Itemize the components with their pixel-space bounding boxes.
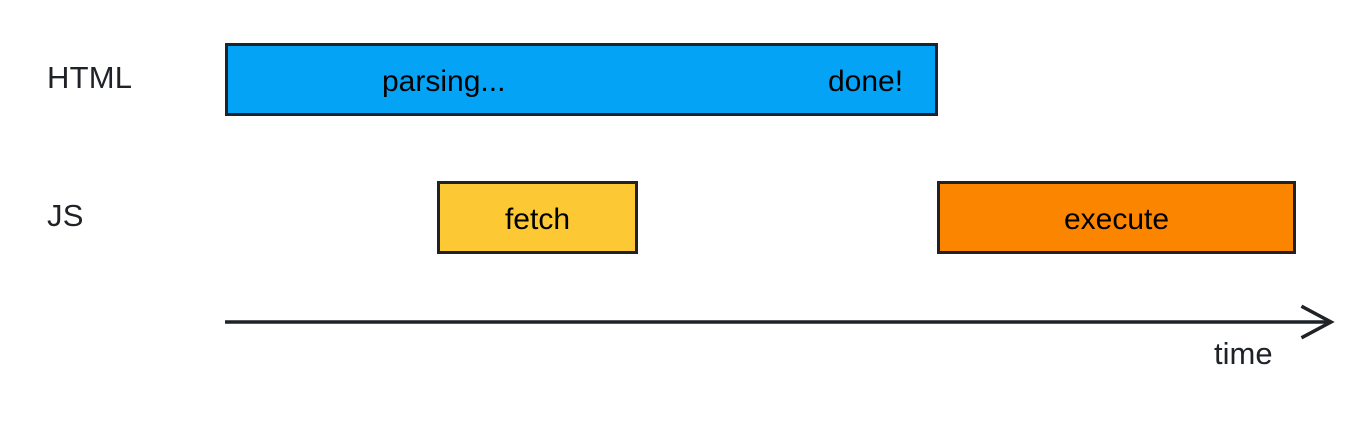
js-execute-bar: execute (937, 181, 1296, 254)
time-axis-arrow-icon (225, 304, 1335, 340)
html-done-label: done! (828, 65, 904, 98)
html-parsing-label: parsing... (382, 65, 506, 98)
js-fetch-label: fetch (504, 203, 571, 236)
time-axis-label: time (1214, 336, 1273, 371)
js-execute-label: execute (1063, 203, 1170, 236)
row-label-js: JS (47, 198, 84, 233)
js-fetch-bar: fetch (437, 181, 638, 254)
row-label-html: HTML (47, 60, 133, 95)
html-parsing-bar: parsing... done! (225, 43, 938, 116)
